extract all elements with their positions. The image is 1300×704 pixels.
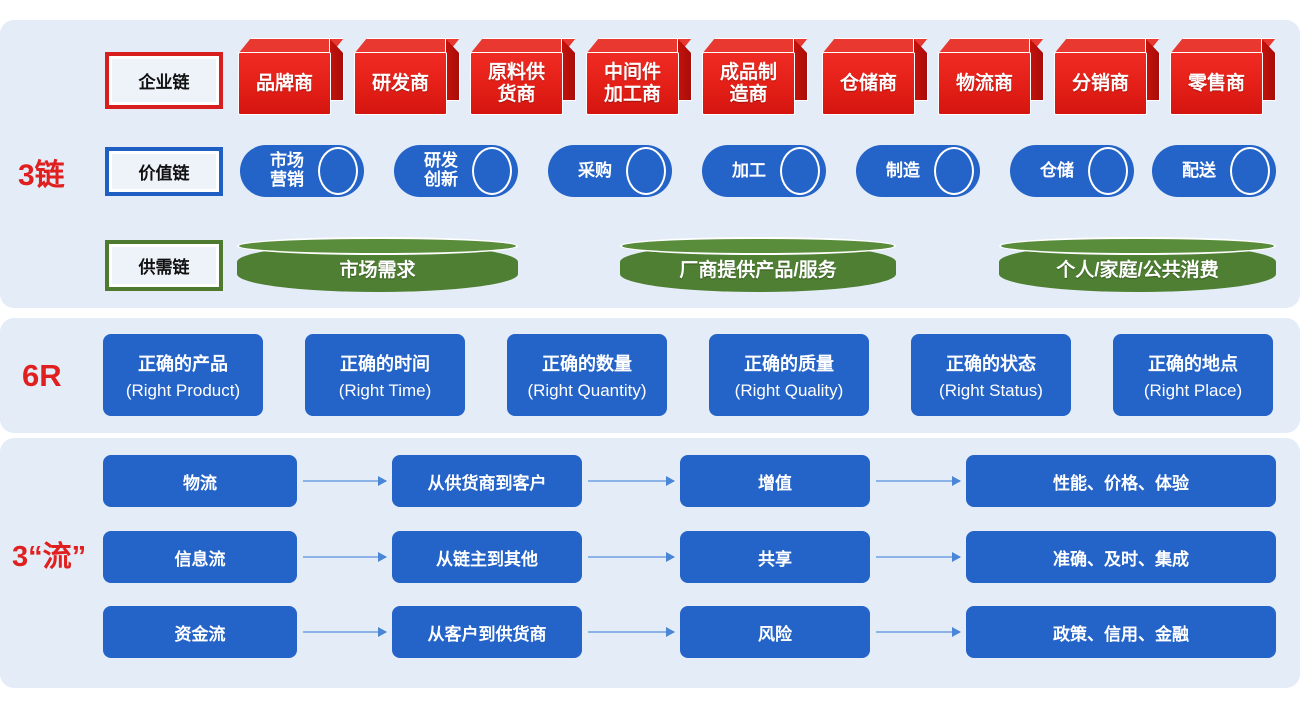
flow-effect-box[interactable]: 风险	[680, 606, 870, 658]
flow-arrow	[303, 476, 387, 486]
cylinder-cap-icon	[626, 147, 666, 195]
flow-name-box[interactable]: 资金流	[103, 606, 297, 658]
flow-direction-box[interactable]: 从客户到供货商	[392, 606, 582, 658]
six-r-card-cn: 正确的地点	[1148, 353, 1238, 374]
enterprise-node-label: 原料供货商	[470, 52, 563, 115]
enterprise-node-label: 品牌商	[238, 52, 331, 115]
supply-demand-node[interactable]: 个人/家庭/公共消费	[999, 237, 1276, 292]
six-r-card-en: (Right Quantity)	[527, 380, 647, 400]
cylinder-cap-icon	[934, 147, 974, 195]
enterprise-node[interactable]: 研发商	[354, 38, 460, 115]
enterprise-node-label: 分销商	[1054, 52, 1147, 115]
six-r-card-en: (Right Product)	[125, 380, 241, 400]
enterprise-node[interactable]: 物流商	[938, 38, 1044, 115]
six-r-card-en: (Right Status)	[939, 380, 1043, 400]
six-r-card[interactable]: 正确的地点 (Right Place)	[1113, 334, 1273, 416]
enterprise-node-label: 物流商	[938, 52, 1031, 115]
value-node[interactable]: 仓储	[1010, 145, 1134, 197]
cube-side-face	[913, 38, 928, 101]
cylinder-cap-icon	[780, 147, 820, 195]
six-r-card[interactable]: 正确的产品 (Right Product)	[103, 334, 263, 416]
flow-name-box[interactable]: 信息流	[103, 531, 297, 583]
six-r-card[interactable]: 正确的时间 (Right Time)	[305, 334, 465, 416]
group-label-six-r: 6R	[22, 358, 62, 393]
enterprise-node[interactable]: 中间件加工商	[586, 38, 692, 115]
cylinder-cap-icon	[1230, 147, 1270, 195]
flow-attributes-box[interactable]: 性能、价格、体验	[966, 455, 1276, 507]
supply-demand-node[interactable]: 厂商提供产品/服务	[620, 237, 896, 292]
cylinder-cap-icon	[472, 147, 512, 195]
value-node-label: 配送	[1182, 160, 1216, 180]
flow-arrow	[588, 476, 675, 486]
value-node-label: 采购	[578, 160, 612, 180]
flow-arrow	[303, 627, 387, 637]
enterprise-node[interactable]: 分销商	[1054, 38, 1160, 115]
enterprise-node[interactable]: 成品制造商	[702, 38, 808, 115]
six-r-card-cn: 正确的时间	[340, 353, 430, 374]
flow-arrow	[588, 552, 675, 562]
flow-arrow	[588, 627, 675, 637]
flow-arrow	[876, 627, 961, 637]
flow-name-box[interactable]: 物流	[103, 455, 297, 507]
flow-attributes-box[interactable]: 政策、信用、金融	[966, 606, 1276, 658]
supply-demand-node[interactable]: 市场需求	[237, 237, 518, 292]
rowhead-enterprise-chain: 企业链	[105, 52, 223, 109]
value-node[interactable]: 制造	[856, 145, 980, 197]
cube-side-face	[329, 38, 344, 101]
six-r-card-cn: 正确的状态	[946, 353, 1036, 374]
value-node-label: 市场营销	[270, 151, 304, 189]
cube-side-face	[1145, 38, 1160, 101]
six-r-card-cn: 正确的数量	[542, 353, 632, 374]
flow-arrow	[876, 476, 961, 486]
cylinder-cap-icon	[318, 147, 358, 195]
enterprise-node-label: 成品制造商	[702, 52, 795, 115]
enterprise-node-label: 仓储商	[822, 52, 915, 115]
value-node[interactable]: 配送	[1152, 145, 1276, 197]
drum-lid-icon	[620, 237, 896, 255]
flow-direction-box[interactable]: 从链主到其他	[392, 531, 582, 583]
value-node[interactable]: 研发创新	[394, 145, 518, 197]
enterprise-node-label: 零售商	[1170, 52, 1263, 115]
enterprise-node[interactable]: 零售商	[1170, 38, 1276, 115]
six-r-card[interactable]: 正确的数量 (Right Quantity)	[507, 334, 667, 416]
six-r-card-en: (Right Place)	[1143, 380, 1243, 400]
cube-side-face	[445, 38, 460, 101]
six-r-card-cn: 正确的产品	[138, 353, 228, 374]
group-label-three-chains: 3链	[18, 159, 65, 192]
six-r-card[interactable]: 正确的质量 (Right Quality)	[709, 334, 869, 416]
value-node-label: 加工	[732, 160, 766, 180]
enterprise-node[interactable]: 原料供货商	[470, 38, 576, 115]
value-node-label: 仓储	[1040, 160, 1074, 180]
flow-effect-box[interactable]: 共享	[680, 531, 870, 583]
enterprise-node-label: 中间件加工商	[586, 52, 679, 115]
cube-side-face	[1261, 38, 1276, 101]
flow-arrow	[876, 552, 961, 562]
value-node[interactable]: 采购	[548, 145, 672, 197]
cube-side-face	[677, 38, 692, 101]
cube-side-face	[561, 38, 576, 101]
six-r-card[interactable]: 正确的状态 (Right Status)	[911, 334, 1071, 416]
flow-attributes-box[interactable]: 准确、及时、集成	[966, 531, 1276, 583]
cube-side-face	[793, 38, 808, 101]
value-node[interactable]: 市场营销	[240, 145, 364, 197]
drum-lid-icon	[237, 237, 518, 255]
value-node-label: 研发创新	[424, 151, 458, 189]
six-r-card-en: (Right Quality)	[734, 380, 844, 400]
value-node[interactable]: 加工	[702, 145, 826, 197]
drum-lid-icon	[999, 237, 1276, 255]
enterprise-node[interactable]: 品牌商	[238, 38, 344, 115]
six-r-card-en: (Right Time)	[338, 380, 432, 400]
cube-side-face	[1029, 38, 1044, 101]
flow-effect-box[interactable]: 增值	[680, 455, 870, 507]
enterprise-node[interactable]: 仓储商	[822, 38, 928, 115]
flow-direction-box[interactable]: 从供货商到客户	[392, 455, 582, 507]
rowhead-supply-demand-chain: 供需链	[105, 240, 223, 291]
enterprise-node-label: 研发商	[354, 52, 447, 115]
value-node-label: 制造	[886, 160, 920, 180]
group-label-three-flows: 3“流”	[12, 541, 87, 573]
rowhead-value-chain: 价值链	[105, 147, 223, 196]
cylinder-cap-icon	[1088, 147, 1128, 195]
flow-arrow	[303, 552, 387, 562]
six-r-card-cn: 正确的质量	[744, 353, 834, 374]
